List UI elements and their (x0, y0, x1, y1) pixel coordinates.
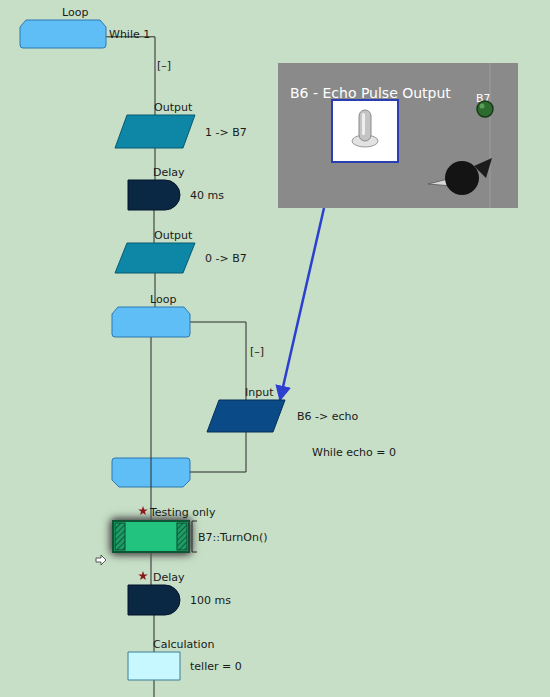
component-hatch (115, 523, 125, 550)
delay-box: Delay40 ms (128, 180, 180, 210)
component-body (113, 521, 189, 552)
node-title: Delay (153, 166, 185, 179)
component-end (177, 523, 187, 550)
flow-line (106, 37, 155, 115)
node-shape (207, 400, 285, 432)
node-shape (128, 585, 180, 615)
node-outline (115, 243, 195, 273)
input-box: InputB6 -> echo (207, 400, 285, 432)
flow-line (190, 322, 246, 400)
node-shape (128, 180, 180, 210)
node-outline (115, 115, 195, 148)
node-title: Calculation (153, 638, 214, 651)
node-outline (112, 307, 190, 337)
node-outline (112, 520, 190, 553)
flow-line (151, 337, 152, 520)
output-box: Output1 -> B7 (115, 115, 195, 148)
node-outline (128, 652, 180, 680)
node-title: Output (154, 229, 192, 242)
loop-start-box: Loop (112, 307, 190, 337)
node-shape (20, 20, 106, 48)
loop-start-box: LoopWhile 1 (20, 20, 106, 48)
bookmark-star (138, 506, 148, 515)
node-shape (128, 652, 180, 680)
node-outline (128, 585, 180, 615)
component-hatch (177, 523, 187, 550)
node-detail: 100 ms (190, 594, 231, 607)
node-shape (112, 307, 190, 337)
flow-line (151, 553, 152, 585)
node-outline (207, 400, 285, 432)
node-detail: While 1 (109, 28, 150, 41)
bookmark-star (138, 571, 148, 580)
node-title: Testing only (150, 506, 215, 519)
loop-return-line (190, 432, 246, 472)
node-detail: B7 (476, 92, 491, 105)
node-detail: 0 -> B7 (205, 252, 247, 265)
branch-toggle: [–] (157, 59, 171, 72)
node-shape (115, 115, 195, 148)
calculation-box: Calculationteller = 0 (128, 652, 180, 680)
node-outline (20, 20, 106, 48)
node-detail: B6 -> echo (297, 410, 358, 423)
node-outline (128, 180, 180, 210)
output-box: Output0 -> B7 (115, 243, 195, 273)
node-title: Output (154, 101, 192, 114)
component-bracket (192, 521, 197, 552)
node-title: Loop (150, 293, 176, 306)
node-detail: teller = 0 (190, 660, 242, 673)
trunk-continuation (154, 680, 155, 697)
simulation-panel: B6 - Echo Pulse Output B7 (278, 63, 518, 208)
node-title: Input (245, 386, 273, 399)
branch-toggle: [–] (250, 345, 264, 358)
node-title: Loop (62, 6, 88, 19)
node-title: B6 - Echo Pulse Output (290, 87, 451, 100)
current-step-pointer (96, 555, 106, 565)
node-detail: B7::TurnOn() (198, 530, 268, 543)
component-end (115, 523, 125, 550)
pointer-arrow (280, 208, 324, 400)
node-shape (115, 243, 195, 273)
loop-condition: While echo = 0 (312, 446, 396, 459)
delay-box: Delay100 ms (128, 585, 180, 615)
node-detail: 1 -> B7 (205, 125, 247, 138)
loop-end-shape (112, 458, 190, 487)
node-title: Delay (153, 571, 185, 584)
node-detail: 40 ms (190, 189, 224, 202)
component-macro-box: Testing onlyB7::TurnOn() (112, 520, 190, 553)
